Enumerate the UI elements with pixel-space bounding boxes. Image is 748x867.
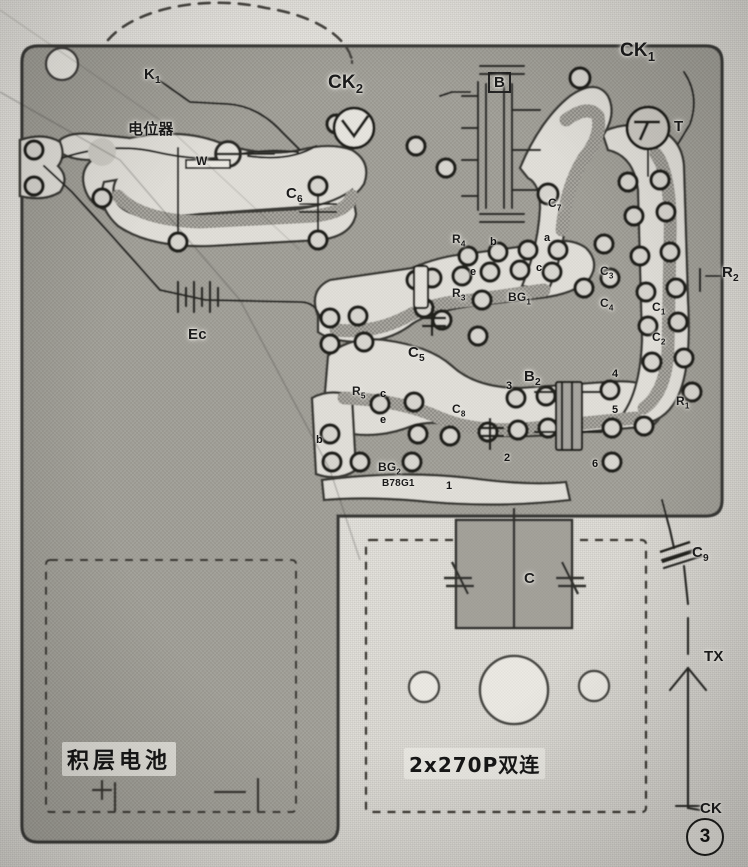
label-b2: B2: [524, 368, 541, 388]
label-c4: C4: [600, 296, 614, 313]
label-bg2-part: B78G1: [382, 478, 415, 489]
variable-capacitor: [444, 508, 586, 630]
label-potentiometer: 电位器: [128, 120, 174, 138]
label-ck: CK: [700, 800, 723, 817]
pin-b2-1: 1: [446, 480, 453, 492]
pin-b2-4: 4: [612, 368, 619, 380]
label-r4: R4: [452, 232, 466, 249]
battery-compartment: [44, 558, 298, 814]
speaker-outline-dashed: [106, 1, 354, 62]
pin-bg2-e: e: [380, 414, 387, 426]
pin-b2-2: 2: [504, 452, 511, 464]
label-c2: C2: [652, 330, 666, 347]
label-c9: C9: [692, 544, 709, 564]
label-t: T: [674, 118, 684, 135]
label-c5: C5: [408, 344, 425, 364]
label-tuning-capacitor: 2x270P双连: [404, 748, 546, 779]
pin-bg1-b: b: [490, 236, 497, 248]
label-ck2: CK2: [328, 72, 364, 96]
label-bg2: BG2: [378, 460, 402, 477]
label-b: B: [488, 72, 512, 93]
label-c8: C8: [452, 402, 466, 419]
pin-b2-6: 6: [592, 458, 599, 470]
solder-pads: [23, 66, 703, 473]
pin-b2-5: 5: [612, 404, 619, 416]
label-r3: R3: [452, 286, 466, 303]
label-c7: C7: [548, 196, 562, 213]
label-k1: K1: [144, 66, 161, 86]
label-tx: TX: [704, 648, 724, 665]
label-battery: 积层电池: [62, 742, 177, 776]
pin-bg2-c: c: [380, 388, 387, 400]
pin-bg1-e: e: [470, 266, 477, 278]
label-ck1: CK1: [620, 40, 656, 64]
label-w: W: [196, 154, 208, 168]
label-ec: Ec: [188, 326, 207, 343]
label-variable-capacitor: C: [524, 570, 536, 587]
label-c6: C6: [286, 185, 303, 205]
battery-terminals: [92, 778, 260, 812]
pin-b2-3: 3: [506, 380, 513, 392]
label-r1: R1: [676, 394, 690, 411]
pin-bg1-c: c: [536, 262, 543, 274]
pin-bg2-b: b: [316, 434, 323, 446]
pin-extra-a: a: [544, 232, 551, 244]
label-r2: R2: [722, 264, 739, 284]
label-c1: C1: [652, 300, 666, 317]
label-bg1: BG1: [508, 290, 532, 307]
figure-number: 3: [686, 818, 724, 856]
label-r5: R5: [352, 384, 366, 401]
label-c3: C3: [600, 264, 614, 281]
